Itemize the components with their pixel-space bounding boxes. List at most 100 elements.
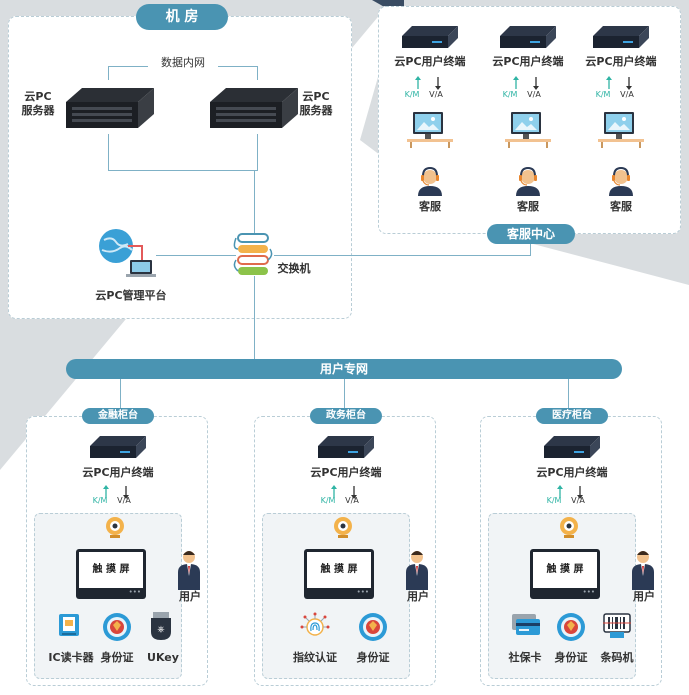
counter-terminal-label: 云PC用户终端 xyxy=(82,466,154,479)
server-join-line xyxy=(108,170,258,171)
counter-title: 金融柜台 xyxy=(82,408,154,424)
fingerprint-label: 指纹认证 xyxy=(293,651,337,664)
svg-text:⎈: ⎈ xyxy=(157,624,164,635)
switch-to-network-line xyxy=(254,276,255,360)
mgmt-to-switch-line xyxy=(156,255,236,256)
switch-to-service-line xyxy=(274,255,530,256)
va-label: V/A xyxy=(429,90,443,99)
counter-terminal-icon xyxy=(544,434,600,460)
km-va-arrows xyxy=(552,485,592,499)
km-label: K/M xyxy=(546,496,562,505)
user-network-bar: 用户专网 xyxy=(66,359,622,379)
touch-screen-label: 触 摸 屏 xyxy=(307,552,371,588)
agent-headset-icon xyxy=(606,166,636,196)
km-va-arrows xyxy=(508,76,548,90)
barcode-machine-icon xyxy=(602,612,632,640)
id-card-label: 身份证 xyxy=(554,651,588,664)
user-person-icon xyxy=(176,550,202,590)
va-label: V/A xyxy=(527,90,541,99)
service-terminal-icon xyxy=(500,24,556,50)
network-to-gov-line xyxy=(344,379,345,409)
screen-dots: ••• xyxy=(582,588,595,596)
screen-dots: ••• xyxy=(356,588,369,596)
km-label: K/M xyxy=(404,90,420,99)
id-card-icon xyxy=(556,612,586,642)
agent-label: 客服 xyxy=(517,200,539,213)
km-va-arrows xyxy=(326,485,366,499)
server-right-down-line xyxy=(257,134,258,170)
user-label: 用户 xyxy=(633,590,655,603)
touch-screen-label: 触 摸 屏 xyxy=(79,552,143,588)
globe-monitor-icon xyxy=(99,229,156,277)
agent-label: 客服 xyxy=(419,200,441,213)
desk-monitor-icon xyxy=(505,110,551,148)
agent-headset-icon xyxy=(415,166,445,196)
km-label: K/M xyxy=(502,90,518,99)
service-center-title: 客服中心 xyxy=(487,224,575,244)
server-left-icon xyxy=(66,88,154,128)
km-va-arrows xyxy=(410,76,450,90)
id-card-label: 身份证 xyxy=(100,651,134,664)
agent-label: 客服 xyxy=(610,200,632,213)
user-label: 用户 xyxy=(407,590,429,603)
ic-reader-icon xyxy=(56,612,82,638)
counter-terminal-icon xyxy=(318,434,374,460)
va-label: V/A xyxy=(620,90,634,99)
service-terminal-label: 云PC用户终端 xyxy=(492,55,564,68)
ukey-label: UKey xyxy=(147,651,179,664)
camera-icon xyxy=(104,516,126,538)
desk-monitor-icon xyxy=(407,110,453,148)
barcode-machine-label: 条码机 xyxy=(600,651,634,664)
network-to-finance-line xyxy=(120,379,121,409)
km-label: K/M xyxy=(320,496,336,505)
intranet-line-left xyxy=(108,66,109,80)
service-terminal-label: 云PC用户终端 xyxy=(394,55,466,68)
service-up-line xyxy=(530,236,531,256)
va-label: V/A xyxy=(571,496,585,505)
server-right-label-1: 云PC xyxy=(302,90,330,103)
intranet-label: 数据内网 xyxy=(148,56,218,69)
user-label: 用户 xyxy=(179,590,201,603)
server-right-icon xyxy=(210,88,298,128)
counter-title: 医疗柜台 xyxy=(536,408,608,424)
id-card-icon xyxy=(102,612,132,642)
switch-icon xyxy=(233,233,273,275)
server-left-down-line xyxy=(108,134,109,170)
user-person-icon xyxy=(404,550,430,590)
camera-icon xyxy=(332,516,354,538)
id-card-icon xyxy=(358,612,388,642)
va-label: V/A xyxy=(345,496,359,505)
ic-reader-label: IC读卡器 xyxy=(48,651,94,664)
touch-screen[interactable]: 触 摸 屏••• xyxy=(76,549,146,599)
km-va-arrows xyxy=(601,76,641,90)
machine-room-title: 机 房 xyxy=(136,4,228,30)
server-left-label-2: 服务器 xyxy=(21,104,55,117)
social-card-icon xyxy=(510,612,542,638)
camera-icon xyxy=(558,516,580,538)
counter-terminal-icon xyxy=(90,434,146,460)
service-terminal-icon xyxy=(402,24,458,50)
counter-terminal-label: 云PC用户终端 xyxy=(536,466,608,479)
server-right-label-2: 服务器 xyxy=(299,104,333,117)
desk-monitor-icon xyxy=(598,110,644,148)
fingerprint-icon xyxy=(300,612,330,642)
switch-label: 交换机 xyxy=(277,262,311,275)
ukey-icon: ⎈ xyxy=(148,612,174,640)
intranet-line-right xyxy=(257,66,258,80)
counter-title: 政务柜台 xyxy=(310,408,382,424)
touch-screen[interactable]: 触 摸 屏••• xyxy=(530,549,600,599)
screen-dots: ••• xyxy=(128,588,141,596)
service-terminal-icon xyxy=(593,24,649,50)
id-card-label: 身份证 xyxy=(356,651,390,664)
touch-screen-label: 触 摸 屏 xyxy=(533,552,597,588)
service-terminal-label: 云PC用户终端 xyxy=(585,55,657,68)
touch-screen[interactable]: 触 摸 屏••• xyxy=(304,549,374,599)
km-label: K/M xyxy=(92,496,108,505)
network-to-medical-line xyxy=(568,379,569,409)
va-label: V/A xyxy=(117,496,131,505)
social-card-label: 社保卡 xyxy=(508,651,542,664)
km-label: K/M xyxy=(595,90,611,99)
user-person-icon xyxy=(630,550,656,590)
mgmt-platform-label: 云PC管理平台 xyxy=(95,289,167,302)
